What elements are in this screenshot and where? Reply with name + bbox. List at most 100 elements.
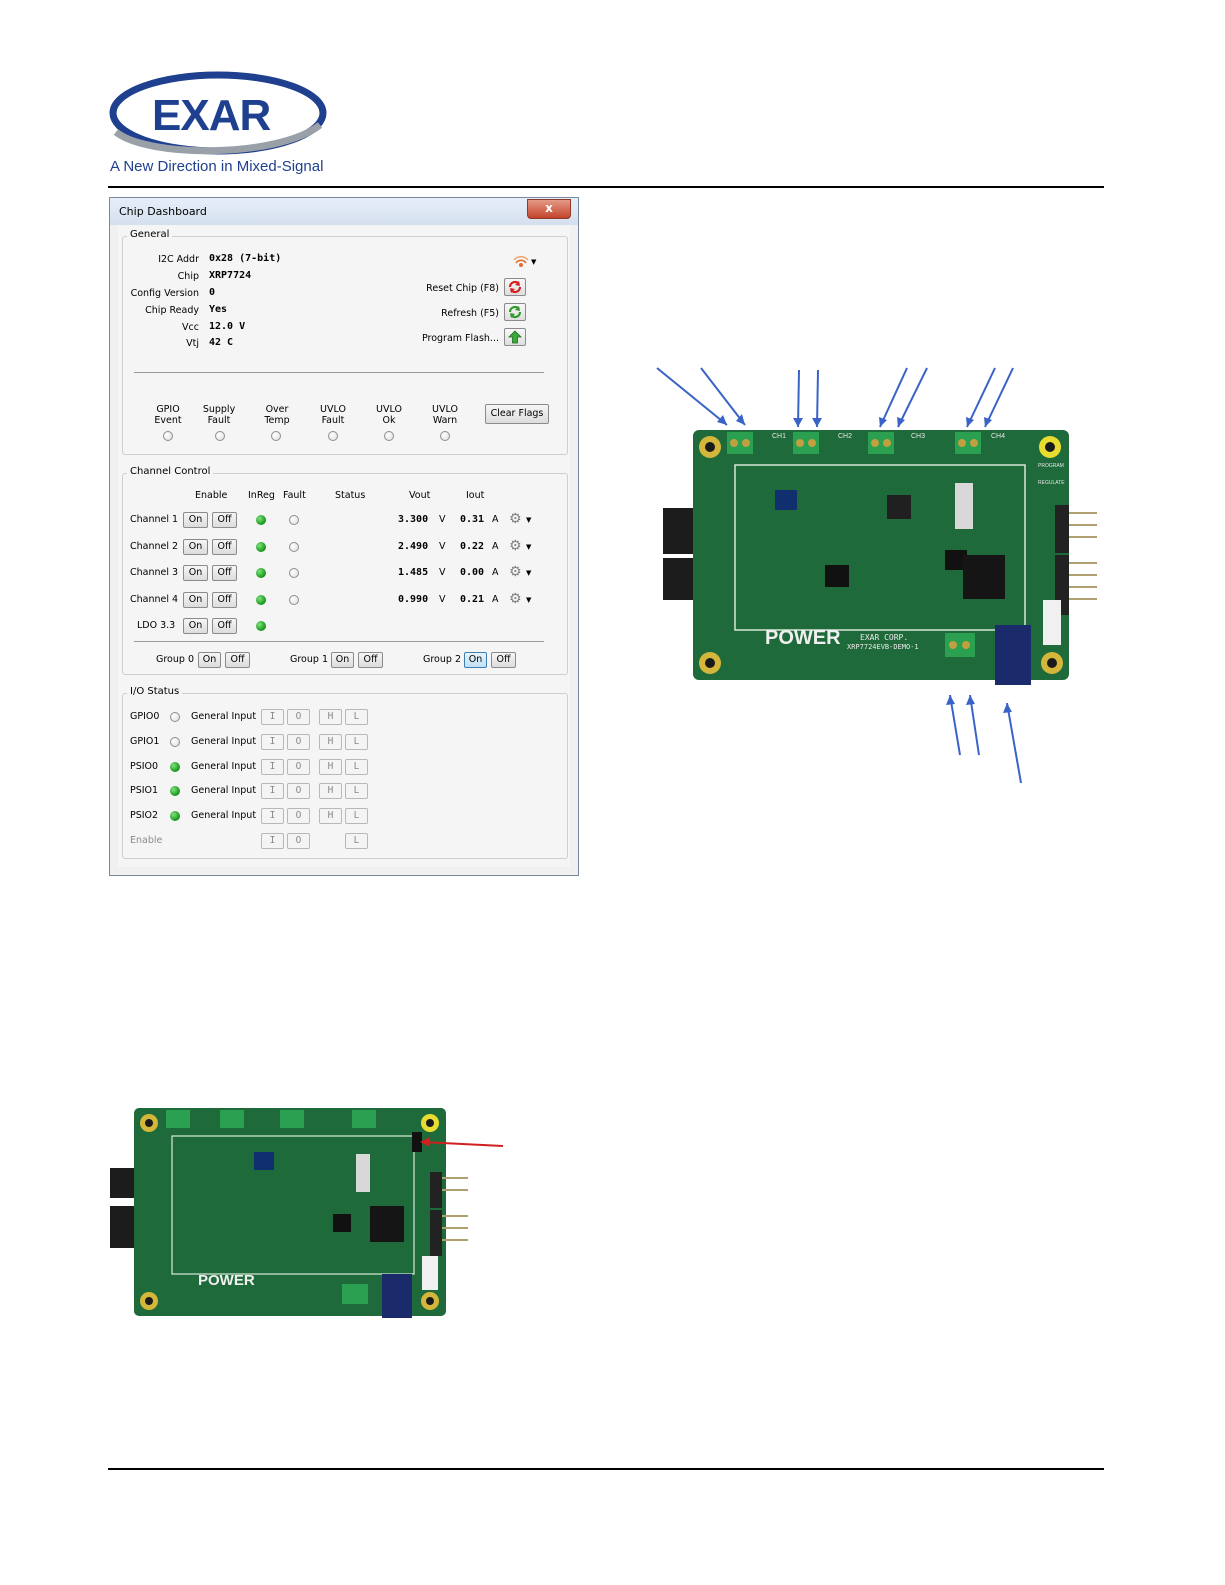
channel-4-on-button[interactable]: On — [183, 592, 208, 608]
io-pin-state-indicator — [170, 737, 180, 747]
io-pin-low-button[interactable]: L — [345, 808, 368, 824]
channel-4-settings-gear-icon[interactable]: ⚙ — [509, 591, 522, 607]
io-pin-output-button[interactable]: O — [287, 734, 310, 750]
channel-2-off-button[interactable]: Off — [212, 539, 237, 555]
vtj-value: 42 C — [209, 337, 234, 348]
io-pin-output-button[interactable]: O — [287, 783, 310, 799]
clear-flags-button[interactable]: Clear Flags — [485, 404, 549, 424]
io-pin-output-button[interactable]: O — [287, 808, 310, 824]
group-2-on-button[interactable]: On — [464, 652, 487, 668]
col-inreg-header: InReg — [248, 490, 275, 501]
ch4-silkscreen: CH4 — [991, 433, 1006, 440]
io-pin-high-button[interactable]: H — [319, 709, 342, 725]
channel-2-on-button[interactable]: On — [183, 539, 208, 555]
ldo-on-button[interactable]: On — [183, 618, 208, 634]
channel-4-chevron-down-icon[interactable]: ▼ — [526, 596, 532, 604]
group-0-off-button[interactable]: Off — [225, 652, 250, 668]
channel-4-inreg-led — [256, 595, 266, 605]
program-flash-button[interactable] — [504, 328, 526, 346]
io-pin-output-button[interactable]: O — [287, 709, 310, 725]
close-button[interactable]: x — [527, 199, 571, 219]
io-pin-state-led — [170, 786, 180, 796]
channel-4-iout: 0.21 — [460, 594, 485, 605]
footer-rule — [108, 1468, 1104, 1470]
channel-2-chevron-down-icon[interactable]: ▼ — [526, 543, 532, 551]
group-0-label: Group 0 — [156, 654, 194, 665]
channel-4-iout-unit: A — [492, 594, 499, 605]
io-pin-mode: General Input — [191, 785, 257, 796]
channel-2-fault-indicator — [289, 542, 299, 552]
enable-low-button[interactable]: L — [345, 833, 368, 849]
io-pin-mode: General Input — [191, 761, 257, 772]
flag-uvlo-warn-indicator — [440, 431, 450, 441]
io-pin-input-button[interactable]: I — [261, 709, 284, 725]
reset-icon — [508, 280, 522, 294]
silkscreen-brand: POWER — [765, 627, 841, 649]
io-pin-input-button[interactable]: I — [261, 783, 284, 799]
refresh-icon — [508, 305, 522, 319]
io-pin-mode: General Input — [191, 810, 257, 821]
channel-3-settings-gear-icon[interactable]: ⚙ — [509, 564, 522, 580]
channel-3-on-button[interactable]: On — [183, 565, 208, 581]
io-pin-input-button[interactable]: I — [261, 734, 284, 750]
io-pin-low-button[interactable]: L — [345, 759, 368, 775]
connection-menu[interactable]: ▼ — [513, 254, 539, 270]
io-pin-output-button[interactable]: O — [287, 759, 310, 775]
enable-output-button[interactable]: O — [287, 833, 310, 849]
channel-3-off-button[interactable]: Off — [212, 565, 237, 581]
io-pin-high-button[interactable]: H — [319, 808, 342, 824]
program-silkscreen: PROGRAM — [1038, 463, 1064, 469]
channel-1-on-button[interactable]: On — [183, 512, 208, 528]
vcc-label: Vcc — [182, 322, 199, 333]
refresh-button[interactable] — [504, 303, 526, 321]
channel-control-title: Channel Control — [127, 466, 214, 477]
ch3-silkscreen: CH3 — [911, 433, 926, 440]
io-pin-high-button[interactable]: H — [319, 759, 342, 775]
group-2-label: Group 2 — [423, 654, 461, 665]
window-client: General I2C Addr 0x28 (7-bit) Chip XRP77… — [118, 225, 570, 867]
group-1-off-button[interactable]: Off — [358, 652, 383, 668]
pcb-board-jumper-illustration — [110, 1108, 504, 1318]
channel-1-settings-gear-icon[interactable]: ⚙ — [509, 511, 522, 527]
enable-pin-label: Enable — [130, 835, 163, 846]
io-pin-low-button[interactable]: L — [345, 783, 368, 799]
channel-1-vout: 3.300 — [398, 514, 429, 525]
channel-1-fault-indicator — [289, 515, 299, 525]
io-pin-name: PSIO1 — [130, 785, 159, 796]
window-titlebar[interactable]: Chip Dashboard x — [110, 198, 578, 225]
channel-4-fault-indicator — [289, 595, 299, 605]
col-iout-header: Iout — [466, 490, 485, 501]
io-pin-low-button[interactable]: L — [345, 734, 368, 750]
io-pin-input-button[interactable]: I — [261, 759, 284, 775]
channel-1-chevron-down-icon[interactable]: ▼ — [526, 516, 532, 524]
channel-1-inreg-led — [256, 515, 266, 525]
channel-2-settings-gear-icon[interactable]: ⚙ — [509, 538, 522, 554]
enable-input-button[interactable]: I — [261, 833, 284, 849]
reset-chip-label: Reset Chip (F8) — [426, 283, 499, 294]
group-1-on-button[interactable]: On — [331, 652, 354, 668]
io-pin-low-button[interactable]: L — [345, 709, 368, 725]
channel-1-off-button[interactable]: Off — [212, 512, 237, 528]
program-flash-label: Program Flash... — [421, 333, 499, 344]
i2c-addr-value: 0x28 (7-bit) — [209, 253, 282, 264]
ldo-off-button[interactable]: Off — [212, 618, 237, 634]
reset-chip-button[interactable] — [504, 278, 526, 296]
regulate-silkscreen: REGULATE — [1038, 480, 1065, 486]
group-2-off-button[interactable]: Off — [491, 652, 516, 668]
io-pin-high-button[interactable]: H — [319, 783, 342, 799]
upload-arrow-icon — [508, 330, 522, 344]
channel-3-chevron-down-icon[interactable]: ▼ — [526, 569, 532, 577]
channel-4-off-button[interactable]: Off — [212, 592, 237, 608]
close-icon: x — [545, 201, 553, 215]
io-pin-high-button[interactable]: H — [319, 734, 342, 750]
chip-value: XRP7724 — [209, 270, 252, 281]
channel-3-name: Channel 3 — [130, 567, 179, 578]
channel-2-vout-unit: V — [439, 541, 446, 552]
channel-2-name: Channel 2 — [130, 541, 179, 552]
io-pin-input-button[interactable]: I — [261, 808, 284, 824]
group-0-on-button[interactable]: On — [198, 652, 221, 668]
